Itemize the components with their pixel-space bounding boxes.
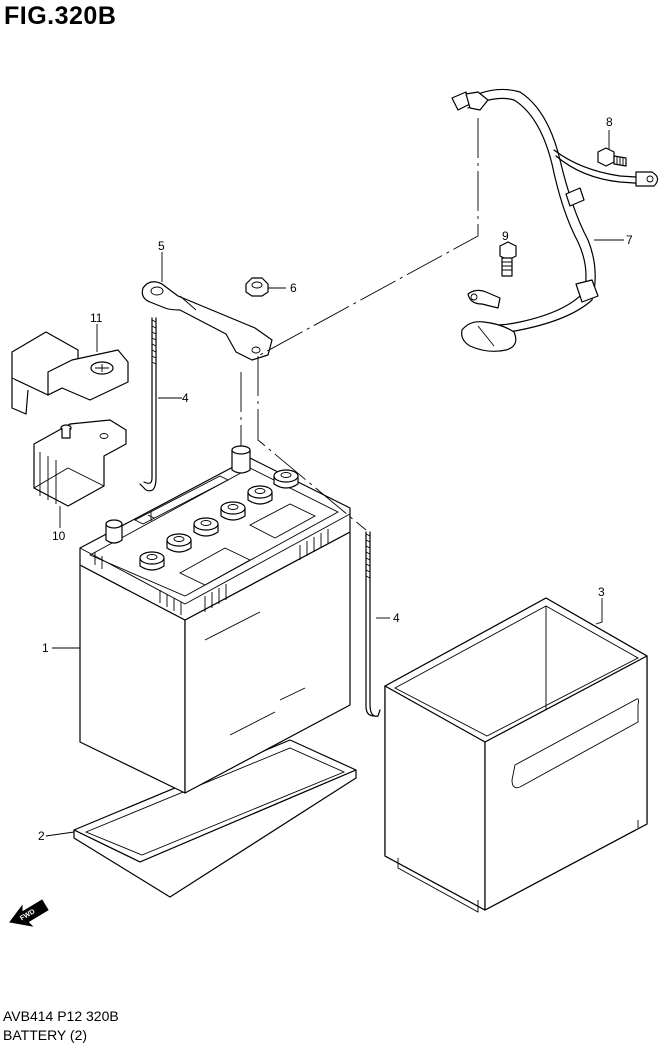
terminal-cover[interactable] — [11, 331, 129, 415]
battery-clamp[interactable] — [141, 281, 273, 361]
callout-4-lower[interactable]: 4 — [393, 611, 400, 625]
callout-1[interactable]: 1 — [42, 641, 49, 655]
battery-box[interactable] — [384, 597, 648, 913]
hold-down-rod-right[interactable] — [365, 531, 381, 717]
callout-labels: 1 2 3 4 4 5 6 7 8 9 10 11 — [38, 115, 633, 843]
battery-cable[interactable] — [451, 88, 659, 352]
callout-11[interactable]: 11 — [90, 311, 103, 325]
leader-lines — [45, 130, 624, 837]
negative-terminal — [105, 519, 123, 544]
callout-3[interactable]: 3 — [598, 585, 605, 599]
callout-7[interactable]: 7 — [626, 233, 633, 247]
hold-down-rod-left[interactable] — [139, 317, 157, 492]
section-name: BATTERY (2) — [3, 1027, 88, 1043]
fuse-block[interactable] — [33, 419, 127, 507]
bolt-9[interactable] — [499, 241, 517, 277]
assembly-lines — [240, 118, 479, 531]
nut[interactable] — [245, 277, 269, 297]
callout-2[interactable]: 2 — [38, 829, 45, 843]
callout-8[interactable]: 8 — [606, 115, 613, 129]
callout-9[interactable]: 9 — [502, 229, 509, 243]
figure-title: FIG.320B — [4, 2, 117, 30]
callout-10[interactable]: 10 — [52, 529, 66, 543]
battery[interactable] — [79, 445, 351, 794]
positive-terminal — [231, 445, 251, 474]
callout-6[interactable]: 6 — [290, 281, 297, 295]
model-code: AVB414 P12 320B — [3, 1008, 119, 1024]
bolt-8[interactable] — [597, 147, 627, 167]
callout-4-upper[interactable]: 4 — [182, 391, 189, 405]
cell-caps — [139, 469, 299, 571]
callout-5[interactable]: 5 — [158, 239, 165, 253]
fwd-arrow-icon: FWD — [9, 899, 49, 927]
